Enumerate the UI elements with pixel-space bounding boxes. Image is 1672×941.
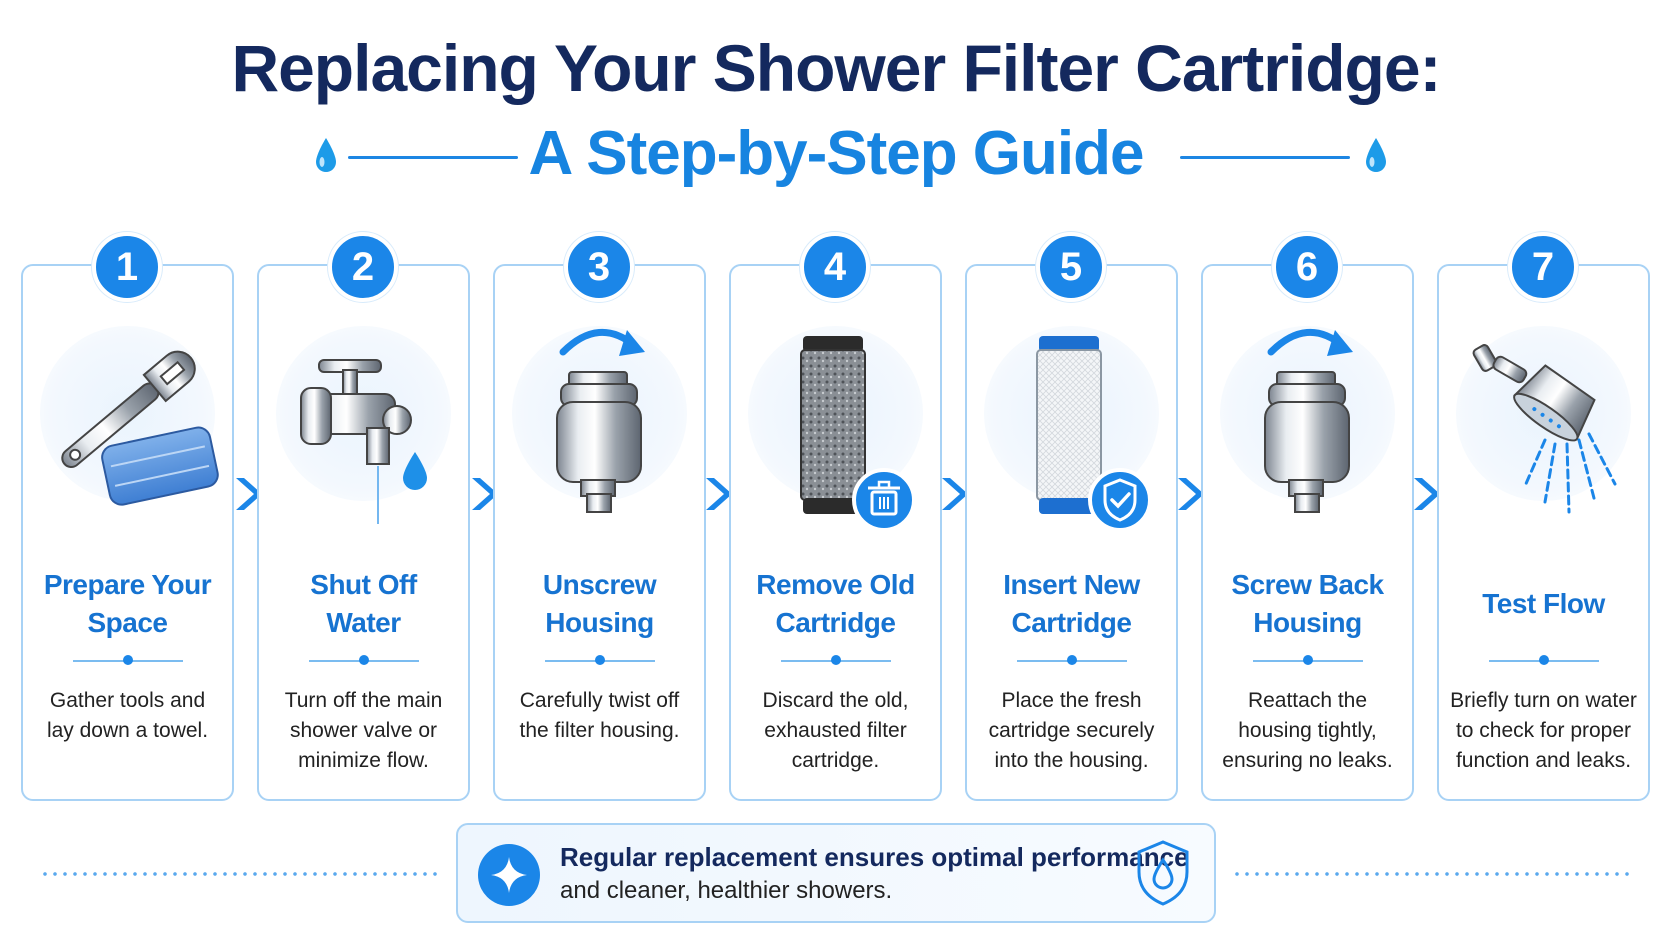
old-cartridge-trash-icon <box>800 336 916 532</box>
separator-dot <box>1539 655 1549 665</box>
water-shield-icon <box>1137 840 1189 906</box>
step-number-badge: 4 <box>800 232 870 302</box>
decorative-dots <box>40 872 440 876</box>
step-number-badge: 1 <box>92 232 162 302</box>
decorative-dots <box>1232 872 1632 876</box>
separator-dot <box>831 655 841 665</box>
step-number-badge: 2 <box>328 232 398 302</box>
arrow-right-icon <box>706 478 732 510</box>
arrow-right-icon <box>942 478 968 510</box>
arrow-right-icon <box>472 478 498 510</box>
step-title: Test Flow <box>1482 588 1605 619</box>
decorative-line <box>348 156 518 159</box>
filter-housing-screw-icon <box>1264 329 1353 513</box>
wrench-and-towel-icon <box>61 350 219 506</box>
separator-dot <box>359 655 369 665</box>
arrow-right-icon <box>236 478 262 510</box>
water-drop-icon <box>316 138 336 172</box>
step-number-badge: 3 <box>564 232 634 302</box>
footer-headline: Regular replacement ensures optimal perf… <box>560 842 1189 872</box>
step-number-badge: 6 <box>1272 232 1342 302</box>
decorative-line <box>1180 156 1350 159</box>
separator-dot <box>1067 655 1077 665</box>
step-number-badge: 5 <box>1036 232 1106 302</box>
subtitle-row: A Step-by-Step Guide <box>0 118 1672 198</box>
separator-dot <box>1303 655 1313 665</box>
arrow-right-icon <box>1414 478 1440 510</box>
separator-dot <box>123 655 133 665</box>
sparkle-icon <box>478 844 540 906</box>
footer-banner <box>456 823 1216 923</box>
water-drop-icon <box>1366 138 1386 172</box>
water-valve-icon <box>300 359 427 524</box>
shower-head-icon <box>1472 344 1617 514</box>
page-title: Replacing Your Shower Filter Cartridge: <box>231 31 1441 105</box>
arrow-right-icon <box>1178 478 1204 510</box>
new-cartridge-check-icon <box>1036 336 1152 532</box>
page-subtitle: A Step-by-Step Guide <box>528 119 1145 188</box>
footer-subline: and cleaner, healthier showers. <box>560 877 893 904</box>
separator-dot <box>595 655 605 665</box>
step-number-badge: 7 <box>1508 232 1578 302</box>
filter-housing-unscrew-icon <box>556 329 645 513</box>
